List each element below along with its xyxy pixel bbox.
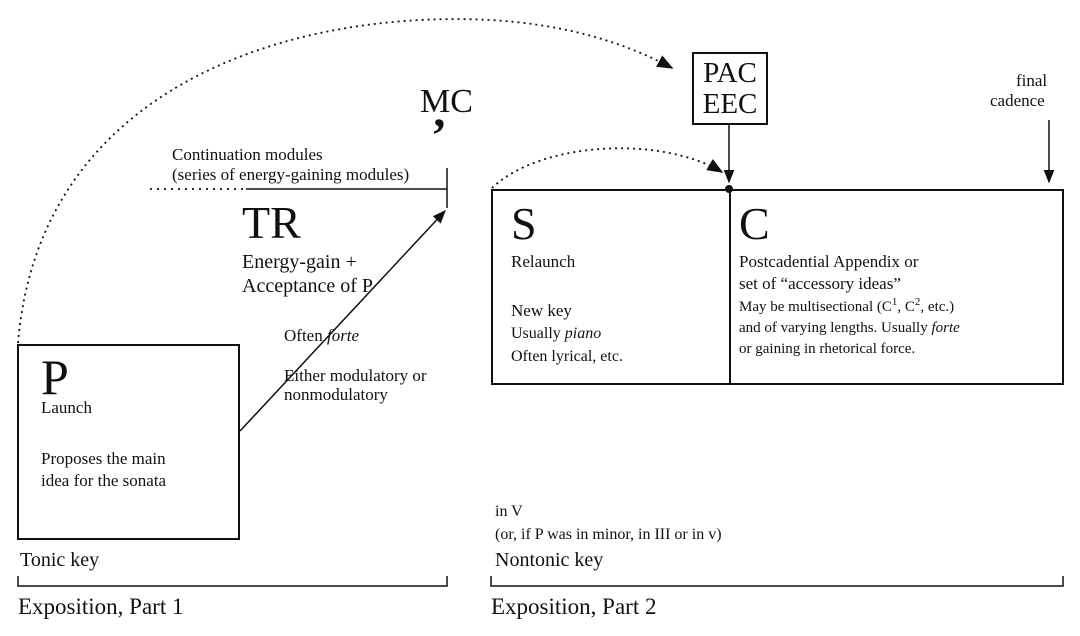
often-dynamic: forte bbox=[326, 326, 360, 345]
tonic-key-label: Tonic key bbox=[20, 549, 100, 571]
s-c-box: S Relaunch New key Usually piano Often l… bbox=[491, 189, 1064, 385]
p-desc-line2: idea for the sonata bbox=[41, 471, 167, 490]
bracket-part2 bbox=[490, 576, 1064, 587]
c-multisectional: May be multisectional (C1, C2, etc.) bbox=[739, 296, 955, 316]
c-lengths: and of varying lengths. Usually forte bbox=[739, 320, 960, 337]
cadence-label: cadence bbox=[990, 91, 1045, 110]
s-relaunch: Relaunch bbox=[511, 252, 576, 271]
ms-sup1: 1 bbox=[891, 296, 898, 308]
dotted-arc-p-to-pac bbox=[17, 18, 674, 344]
len-prefix: and of varying lengths. Usually bbox=[739, 320, 932, 336]
c-line1: Postcadential Appendix or bbox=[739, 252, 919, 271]
s-c-divider bbox=[729, 191, 731, 383]
key-in-v: in V bbox=[495, 503, 523, 520]
c-letter: C bbox=[739, 198, 770, 249]
tr-letter: TR bbox=[242, 197, 301, 248]
p-desc-line1: Proposes the main bbox=[41, 449, 166, 468]
ms-suffix: , etc.) bbox=[920, 299, 955, 315]
bracket-part1 bbox=[17, 576, 448, 587]
nontonic-key-label: Nontonic key bbox=[495, 549, 604, 571]
pac-label: PAC bbox=[703, 57, 757, 89]
usually-prefix: Usually bbox=[511, 325, 565, 342]
key-minor-note: (or, if P was in minor, in III or in v) bbox=[495, 526, 722, 543]
eec-label: EEC bbox=[702, 88, 758, 120]
pac-eec-box: PAC EEC bbox=[692, 52, 768, 125]
ms-mid: , C bbox=[897, 299, 915, 315]
c-line2: set of “accessory ideas” bbox=[739, 274, 901, 293]
c-force: or gaining in rhetorical force. bbox=[739, 341, 916, 357]
tr-modulatory-line2: nonmodulatory bbox=[284, 385, 388, 404]
continuation-label: Continuation modules bbox=[172, 145, 323, 164]
tr-often-forte: Often forte bbox=[284, 326, 359, 346]
s-letter: S bbox=[511, 198, 537, 249]
continuation-sub: (series of energy-gaining modules) bbox=[172, 165, 410, 184]
tr-acceptance: Acceptance of P bbox=[242, 275, 374, 297]
p-launch: Launch bbox=[41, 398, 92, 417]
tr-modulatory-line1: Either modulatory or bbox=[284, 366, 427, 385]
exposition-part1: Exposition, Part 1 bbox=[18, 594, 184, 619]
mc-comma: ’ bbox=[431, 109, 447, 162]
arrow-p-to-mc bbox=[239, 210, 446, 432]
often-prefix: Often bbox=[284, 326, 327, 345]
final-label: final bbox=[1016, 71, 1048, 90]
exposition-part2: Exposition, Part 2 bbox=[491, 594, 657, 619]
dotted-arc-s-to-pac bbox=[491, 147, 724, 189]
p-letter: P bbox=[41, 349, 69, 405]
mc-label: MC bbox=[420, 83, 473, 120]
usually-dynamic: piano bbox=[564, 325, 602, 342]
s-usually-piano: Usually piano bbox=[511, 325, 601, 343]
s-lyrical: Often lyrical, etc. bbox=[511, 348, 623, 365]
ms-prefix: May be multisectional (C bbox=[739, 299, 892, 315]
tr-energy-gain: Energy-gain + bbox=[242, 251, 357, 273]
p-box: P Launch Proposes the main idea for the … bbox=[17, 344, 240, 540]
s-new-key: New key bbox=[511, 301, 572, 320]
ms-sup2: 2 bbox=[914, 296, 921, 308]
len-dynamic: forte bbox=[931, 320, 960, 336]
